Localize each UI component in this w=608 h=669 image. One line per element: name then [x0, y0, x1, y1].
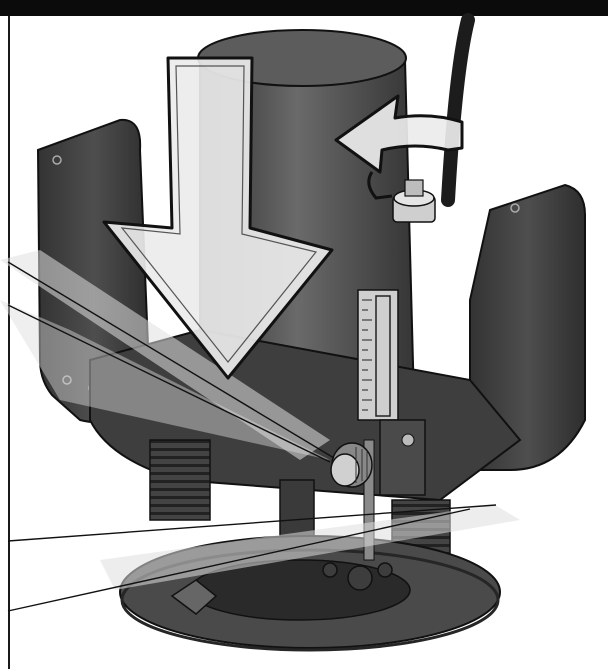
adjust-screw-icon	[401, 433, 415, 447]
arrow-down-icon	[102, 56, 334, 380]
turret-stop	[322, 562, 338, 578]
highlight-band-upper	[0, 250, 330, 460]
curved-arrow-left-icon	[334, 94, 464, 174]
highlight-band-upper-2	[0, 300, 330, 460]
highlight-band-lower	[100, 505, 520, 590]
arrow-down-inner	[120, 65, 318, 363]
scale-ticks	[362, 299, 372, 411]
leader-line-3	[7, 504, 497, 542]
left-spring	[149, 439, 211, 521]
handle-screw-icon	[62, 375, 72, 385]
header-bar	[0, 0, 608, 16]
depth-indicator	[375, 295, 391, 417]
curved-arrow-tail	[367, 171, 393, 200]
spindle-nut-icon	[392, 179, 436, 223]
power-cord	[441, 13, 475, 207]
right-handle	[469, 183, 586, 471]
depth-stop-block	[379, 419, 426, 496]
depth-stop-rod	[363, 439, 375, 561]
turret-stop	[377, 562, 393, 578]
leader-line-2	[7, 304, 331, 463]
turret-stop	[347, 565, 373, 591]
base-lever	[170, 579, 218, 615]
depth-scale	[357, 289, 399, 421]
leader-line-1	[7, 261, 335, 459]
leader-line-4	[7, 508, 471, 612]
handle-screw-icon	[52, 155, 62, 165]
left-margin-rule	[8, 16, 10, 669]
handle-screw-icon	[510, 203, 520, 213]
lock-knob-icon	[330, 442, 373, 488]
